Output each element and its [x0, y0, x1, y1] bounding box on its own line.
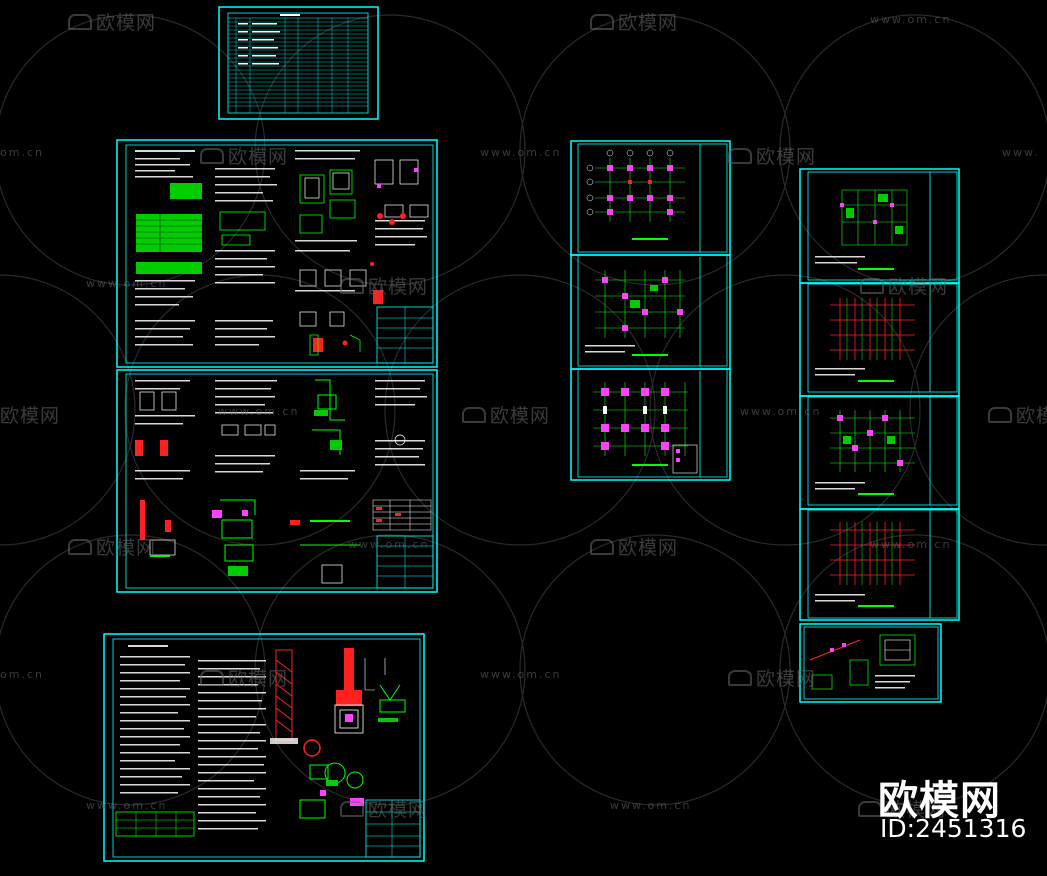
watermark-brand: 欧模网: [200, 142, 288, 169]
watermark-text: 欧模网: [618, 12, 679, 34]
foundation-details-sheet[interactable]: [103, 633, 425, 862]
floor-beam-plan-3[interactable]: [799, 395, 960, 510]
watermark-url: www.om.cn: [348, 538, 430, 551]
watermark-url: www.om.cn: [480, 668, 562, 681]
watermark-brand: 欧模网: [590, 533, 678, 560]
watermark-brand: 欧模网: [68, 8, 156, 35]
floor-beam-plan-2[interactable]: [799, 282, 960, 397]
drawing-index-table[interactable]: [218, 6, 379, 120]
watermark-text: 欧模网: [756, 668, 817, 690]
watermark-logo-icon: [590, 539, 614, 555]
watermark-text: 欧模网: [756, 146, 817, 168]
watermark-text: 欧模网: [228, 146, 289, 168]
watermark-url: www.om.cn: [480, 146, 562, 159]
watermark-brand: 欧模网: [0, 401, 60, 428]
watermark-logo-icon: [68, 14, 92, 30]
watermark-logo-icon: [860, 278, 884, 294]
watermark-logo-icon: [462, 407, 486, 423]
watermark-url: www.om.cn: [610, 799, 692, 812]
watermark-url: www.om.cn: [86, 277, 168, 290]
watermark-logo-icon: [200, 148, 224, 164]
brand-logo-text: 欧模网: [878, 778, 1001, 824]
watermark-url: www.om.cn: [218, 405, 300, 418]
watermark-logo-icon: [728, 148, 752, 164]
watermark-brand: 欧模网: [340, 795, 428, 822]
watermark-text: 欧模网: [0, 405, 61, 427]
watermark-brand: 欧模网: [462, 401, 550, 428]
floor-beam-plan-4[interactable]: [799, 508, 960, 621]
watermark-brand: 欧模网: [68, 533, 156, 560]
watermark-text: 欧模网: [228, 668, 289, 690]
watermark-brand: 欧模网: [858, 795, 946, 822]
column-layout-plan[interactable]: [570, 254, 731, 370]
watermark-text: 欧模网: [96, 12, 157, 34]
watermark-circles: [0, 14, 1047, 806]
watermark-text: 欧模网: [888, 276, 949, 298]
watermark-url: www.: [1002, 146, 1040, 159]
watermark-logo-icon: [340, 801, 364, 817]
watermark-brand: 欧模网: [728, 664, 816, 691]
watermark-url: om.cn: [0, 668, 44, 681]
watermark-text: 欧模网: [368, 276, 429, 298]
watermark-brand: 欧模网: [340, 272, 428, 299]
watermark-brand: 欧模网: [988, 401, 1047, 428]
stair-detail-sheet[interactable]: [799, 623, 942, 703]
structural-notes-sheet-1[interactable]: [116, 139, 438, 368]
watermark-logo-icon: [858, 801, 882, 817]
watermark-brand: 欧模网: [200, 664, 288, 691]
watermark-logo-icon: [988, 407, 1012, 423]
watermark-url: www.om.cn: [870, 13, 952, 26]
watermark-text: 欧模网: [1016, 405, 1047, 427]
watermark-logo-icon: [728, 670, 752, 686]
floor-beam-plan-1[interactable]: [799, 168, 960, 284]
watermark-text: 欧模网: [368, 799, 429, 821]
watermark-brand: 欧模网: [860, 272, 948, 299]
pile-cap-plan[interactable]: [570, 368, 731, 481]
watermark-text: 欧模网: [96, 537, 157, 559]
watermark-url: om.cn: [0, 146, 44, 159]
watermark-url: www.om.cn: [870, 538, 952, 551]
watermark-logo-icon: [200, 670, 224, 686]
model-id-label: ID:2451316: [880, 814, 1027, 843]
watermark-text: 欧模网: [618, 537, 679, 559]
watermark-url: www.om.cn: [86, 799, 168, 812]
watermark-logo-icon: [68, 539, 92, 555]
watermark-logo-icon: [340, 278, 364, 294]
watermark-brand: 欧模网: [590, 8, 678, 35]
watermark-brand: 欧模网: [728, 142, 816, 169]
watermark-logo-icon: [590, 14, 614, 30]
watermark-url: www.om.cn: [740, 405, 822, 418]
watermark-text: 欧模网: [490, 405, 551, 427]
structural-notes-sheet-2[interactable]: [116, 369, 438, 593]
foundation-plan[interactable]: [570, 140, 731, 256]
watermark-text: 欧模网: [886, 799, 947, 821]
